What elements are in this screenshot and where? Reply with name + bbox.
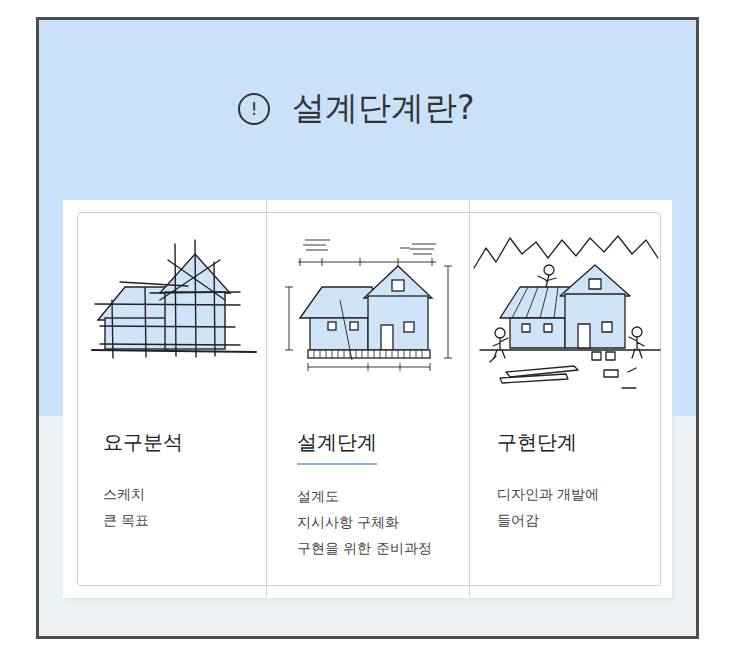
alert-icon: ! (238, 93, 270, 125)
column-divider (266, 200, 267, 598)
card-heading: 요구분석 (103, 428, 183, 463)
card-text: 들어감 (497, 507, 652, 533)
house-sketch (92, 240, 256, 358)
column-divider (469, 200, 470, 598)
blueprint-house (285, 240, 452, 371)
title-row: ! 설계단계란? (238, 86, 475, 131)
outer-frame (38, 19, 698, 638)
card-heading: 설계단계 (297, 428, 377, 465)
card-heading-row: 요구분석 (103, 428, 258, 463)
card-text: 큰 목표 (103, 507, 258, 533)
stage-card: 설계단계설계도지시사항 구체화구현을 위한 준비과정 (269, 428, 467, 561)
card-text: 구현을 위한 준비과정 (297, 535, 461, 561)
stage-card: 구현단계디자인과 개발에들어감 (472, 428, 658, 533)
card-text: 설계도 (297, 483, 461, 509)
white-panel (63, 200, 672, 598)
card-text: 스케치 (103, 481, 258, 507)
card-heading-row: 구현단계 (497, 428, 652, 463)
card-text: 디자인과 개발에 (497, 481, 652, 507)
construction-scene (474, 236, 660, 388)
card-heading: 구현단계 (497, 428, 577, 463)
card-heading-row: 설계단계 (297, 428, 461, 465)
inner-border (78, 213, 661, 586)
stage-card: 요구분석스케치큰 목표 (80, 428, 264, 533)
card-text: 지시사항 구체화 (297, 509, 461, 535)
page-title: 설계단계란? (292, 86, 475, 131)
